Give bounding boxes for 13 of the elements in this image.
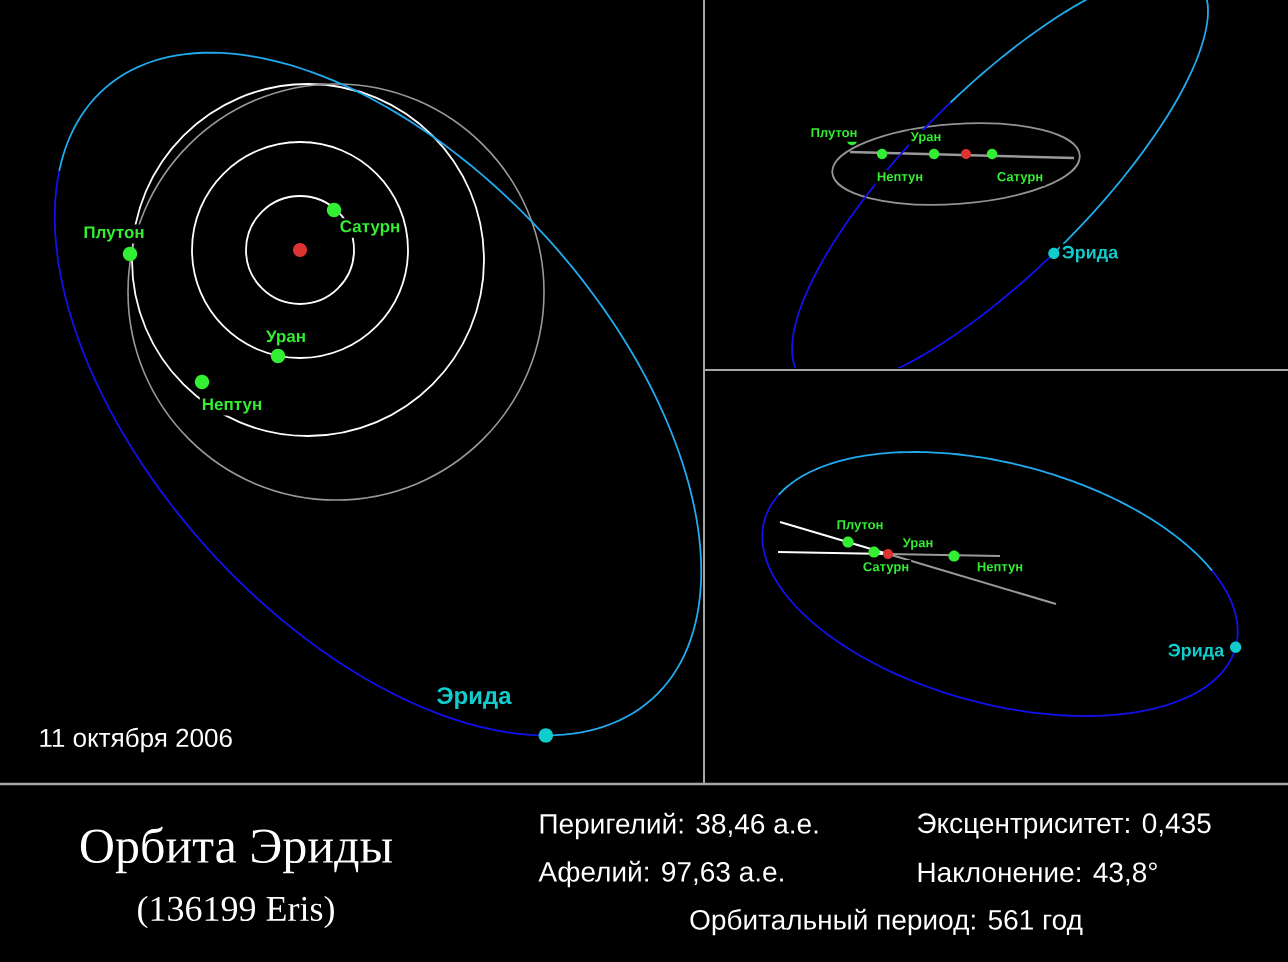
planet-label: Сатурн [337, 218, 403, 238]
stat-text: Орбитальный период: 561 год [687, 906, 1085, 938]
planet-label: Плутон [81, 224, 147, 244]
planet-label: Нептун [199, 396, 265, 416]
date-label: 11 октября 2006 [36, 725, 235, 755]
stat-text: Эксцентриситет: 0,435 [914, 811, 1214, 841]
stat-text: Наклонение: 43,8° [914, 860, 1161, 888]
planet-label: Уран [264, 328, 308, 348]
subtitle-text: (136199 Eris) [134, 893, 338, 931]
dwarf-planet-label: Эрида [434, 685, 514, 711]
stat-text: Афелий: 97,63 а.е. [536, 858, 788, 890]
stat-text: Перигелий: 38,46 а.е. [536, 810, 822, 842]
title-text: Орбита Эриды [80, 826, 392, 874]
